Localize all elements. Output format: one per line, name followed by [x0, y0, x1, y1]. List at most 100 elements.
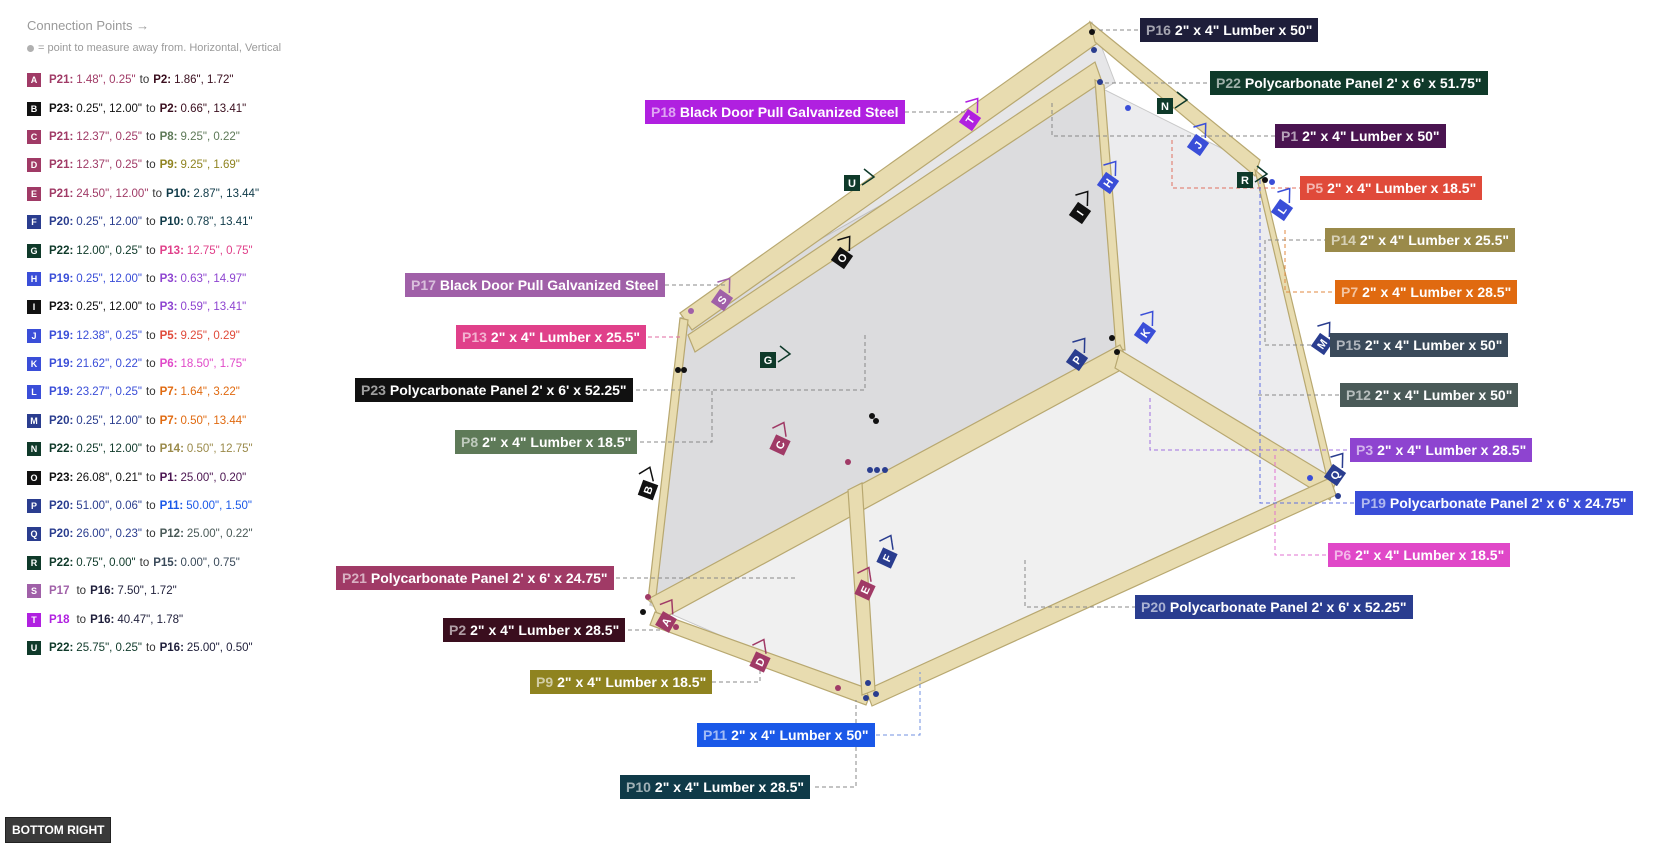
legend-to-value: 18.50", 1.75": [180, 358, 247, 371]
connection-marker-l: L: [1270, 187, 1294, 222]
connection-marker-box: [1237, 172, 1253, 188]
legend-from-id: P21:: [49, 74, 74, 87]
part-id: P22: [1216, 75, 1241, 91]
legend-to-id: P1:: [159, 471, 178, 484]
legend-to-value: 0.50", 13.44": [180, 414, 247, 427]
legend-to-id: P6:: [159, 358, 178, 371]
connection-legend: Connection Points → = point to measure a…: [27, 16, 327, 662]
legend-letter-badge: H: [27, 271, 41, 286]
legend-from-id: P23:: [49, 301, 74, 314]
legend-from-id: P20:: [49, 216, 74, 229]
legend-from-id: P19:: [49, 272, 74, 285]
legend-to-word: to: [146, 500, 156, 513]
part-name: Polycarbonate Panel 2' x 6' x 52.25": [389, 382, 627, 398]
connection-marker-box: [830, 246, 854, 270]
legend-from-value: 12.00", 0.25": [76, 244, 143, 257]
legend-from-value: 0.25", 12.00": [76, 272, 143, 285]
connection-marker-box: [1157, 98, 1173, 114]
part-name: 2" x 4" Lumber x 50": [1174, 22, 1313, 38]
legend-letter-badge: M: [27, 413, 41, 428]
connection-marker-r: R: [1237, 165, 1269, 188]
legend-from-id: P23:: [49, 102, 74, 115]
connection-marker-box: [769, 434, 791, 456]
legend-to-id: P13:: [159, 244, 184, 257]
legend-to-value: 12.75", 0.75": [186, 244, 253, 257]
legend-to-id: P9:: [159, 159, 178, 172]
legend-from-value: 26.08", 0.21": [76, 471, 143, 484]
connection-marker-box: [1096, 171, 1120, 195]
legend-note-text: = point to measure away from. Horizontal…: [38, 42, 282, 54]
legend-to-id: P2:: [153, 74, 172, 87]
arrow-icon: [1277, 187, 1291, 203]
part-name: Black Door Pull Galvanized Steel: [679, 104, 899, 120]
connection-marker-box: [1186, 133, 1210, 157]
connection-marker-f: F: [876, 534, 898, 569]
connection-marker-m: M: [1310, 321, 1334, 356]
connection-dot: [1269, 179, 1275, 185]
view-button[interactable]: BOTTOM RIGHT: [5, 817, 112, 843]
leader-p9: [712, 670, 761, 683]
leader-p8: [640, 388, 713, 443]
legend-from-value: 0.25", 12.00": [76, 301, 143, 314]
legend-to-word: to: [146, 386, 156, 399]
part-id: P9: [536, 674, 554, 690]
leader-p6: [1274, 455, 1328, 556]
connection-marker-letter: R: [1241, 175, 1249, 187]
connection-marker-q: Q: [1323, 452, 1347, 487]
legend-from-id: P22:: [49, 556, 74, 569]
legend-letter-badge: L: [27, 385, 41, 400]
connection-marker-box: [876, 547, 898, 569]
legend-from-value: 0.25", 12.00": [76, 102, 143, 115]
frame-bottom-right: [1114, 349, 1337, 501]
arrow-icon: [1174, 91, 1189, 109]
legend-to-id: P7:: [159, 386, 178, 399]
legend-to-word: to: [76, 585, 87, 598]
connection-dot: [640, 609, 646, 615]
legend-letter-badge: N: [27, 442, 41, 457]
legend-to-word: to: [146, 528, 156, 541]
arrow-icon: [1317, 321, 1331, 337]
legend-to-word: to: [146, 102, 156, 115]
part-id: P5: [1306, 180, 1324, 196]
legend-letter-badge: B: [27, 101, 41, 116]
legend-to-word: to: [146, 358, 156, 371]
part-id: P23: [361, 382, 386, 398]
connection-dot: [675, 367, 681, 373]
part-id: P6: [1334, 547, 1352, 563]
legend-letter-badge: A: [27, 73, 41, 88]
part-id: P10: [626, 779, 651, 795]
legend-to-value: 1.86", 1.72": [174, 74, 234, 87]
connection-dot: [835, 685, 841, 691]
connection-dot: [681, 367, 687, 373]
legend-to-word: to: [146, 329, 156, 342]
connection-marker-box: [760, 352, 776, 368]
